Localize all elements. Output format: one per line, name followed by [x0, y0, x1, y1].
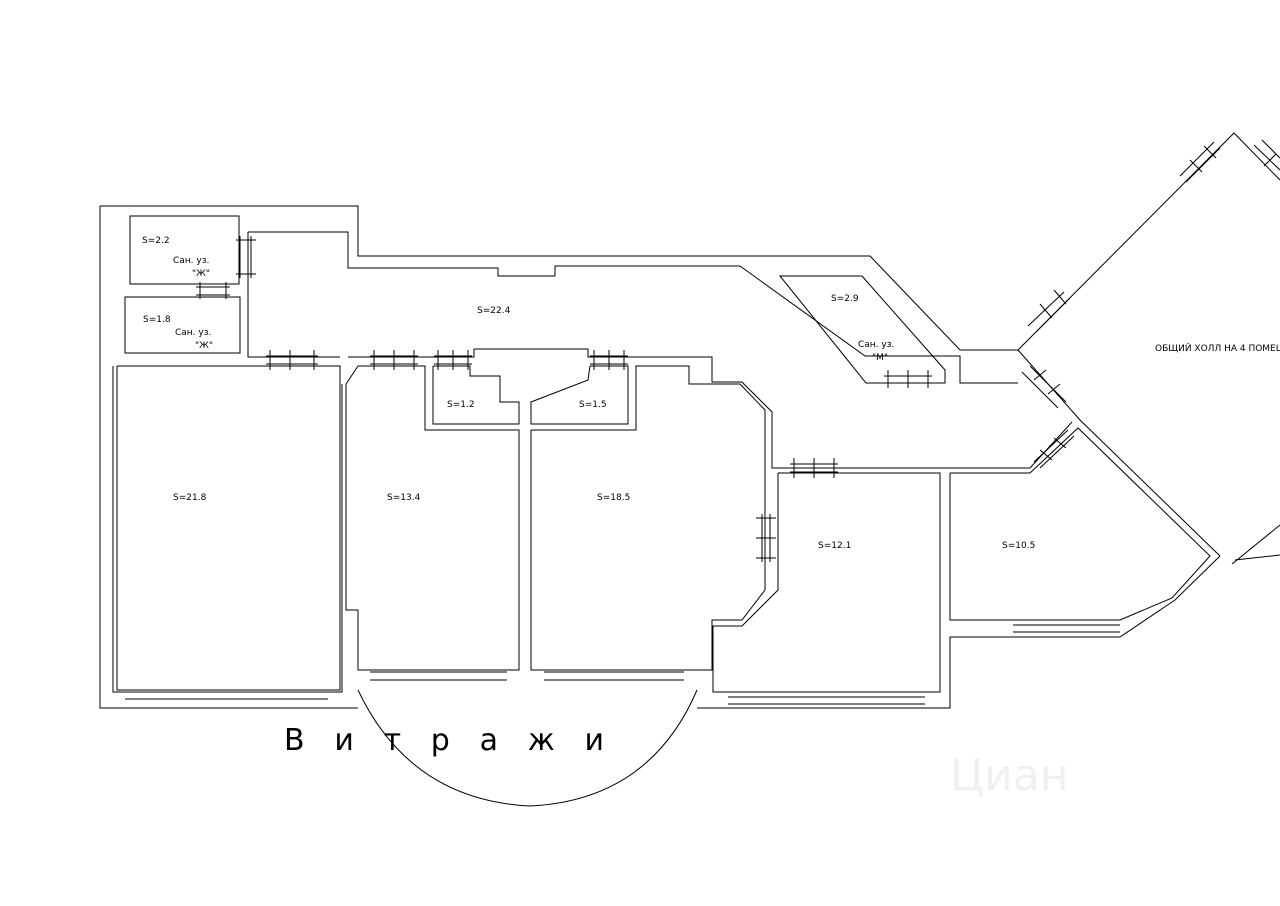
room-area: S=10.5 [1002, 541, 1035, 551]
room-name: Сан. уз. [858, 340, 894, 350]
room-area: S=1.8 [143, 315, 171, 325]
room-area: S=13.4 [387, 493, 421, 503]
bay-window-arc [357, 689, 698, 807]
room-name-sub: "Ж" [195, 341, 213, 351]
room-wc-1: S=2.2 Сан. уз. "Ж" [129, 215, 240, 285]
watermark: Циан [950, 750, 1069, 801]
room-13-4: S=13.4 [345, 365, 520, 681]
room-wc-2: S=1.8 Сан. уз. "Ж" [124, 296, 241, 354]
room-area: S=1.5 [579, 400, 607, 410]
hall-label: ОБЩИЙ ХОЛЛ НА 4 ПОМЕЩ [1155, 342, 1280, 354]
closet-1-5: S=1.5 [530, 365, 629, 425]
room-area: S=12.1 [818, 541, 851, 551]
room-area: S=2.2 [142, 236, 170, 246]
room-area: S=2.9 [831, 294, 859, 304]
common-hall [1017, 132, 1280, 565]
door-markers [196, 139, 1280, 562]
room-name-sub: "Ж" [192, 269, 210, 279]
room-area: S=21.8 [173, 493, 207, 503]
room-wc-m: S=2.9 Сан. уз. "М" [778, 275, 946, 384]
room-21-8: S=21.8 [116, 365, 341, 700]
room-corridor [247, 232, 1073, 469]
room-name: Сан. уз. [175, 328, 211, 338]
room-area: S=18.5 [597, 493, 630, 503]
room-18-5: S=18.5 [530, 365, 766, 681]
caption-vitrazhi: Витражи [284, 723, 604, 758]
room-area: S=22.4 [477, 306, 511, 316]
room-area: S=1.2 [447, 400, 475, 410]
room-12-1: S=12.1 [712, 472, 941, 705]
room-name-sub: "М" [872, 353, 888, 363]
closet-1-2: S=1.2 [432, 365, 520, 425]
room-name: Сан. уз. [173, 256, 209, 266]
room-10-5: S=10.5 [949, 427, 1211, 633]
